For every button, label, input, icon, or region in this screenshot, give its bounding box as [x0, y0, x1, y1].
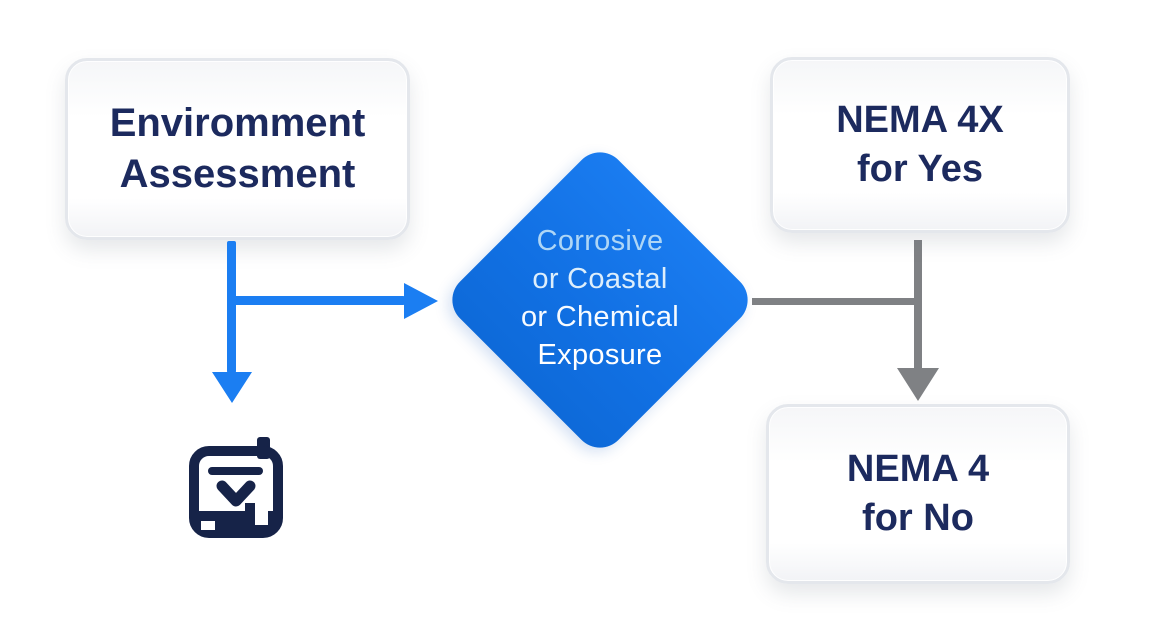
arrowhead-down-to-nema4 — [897, 368, 939, 401]
environment-assessment-label: Enviromment Assessment — [110, 98, 366, 200]
enclosure-device-icon — [189, 437, 283, 538]
enclosure-icon-base — [198, 503, 277, 531]
enclosure-icon-frame — [189, 446, 283, 538]
decision-diamond-label: Corrosive or Coastal or Chemical Exposur… — [470, 222, 730, 374]
connector-diamond-to-branch — [752, 298, 916, 305]
enclosure-icon-base-notch — [201, 521, 215, 530]
connector-env-to-icon — [227, 241, 236, 373]
environment-assessment-node: Enviromment Assessment — [65, 58, 410, 240]
arrowhead-down-to-icon — [212, 372, 252, 403]
nema-4x-line1: NEMA 4X — [836, 99, 1004, 142]
diamond-line3: or Chemical — [520, 301, 679, 333]
nema-4-line2: for No — [862, 497, 974, 539]
nema-4x-node: NEMA 4X for Yes — [770, 57, 1070, 233]
enclosure-icon-top-bar — [208, 467, 263, 475]
chevron-down-icon — [216, 480, 256, 507]
diamond-line2: or Coastal — [532, 263, 668, 295]
environment-assessment-line2: Assessment — [119, 152, 356, 196]
nema-4x-line2: for Yes — [856, 148, 984, 190]
environment-assessment-line1: Enviromment — [109, 100, 366, 145]
diamond-line4: Exposure — [537, 339, 663, 371]
nema-4-label: NEMA 4 for No — [847, 445, 989, 542]
connector-nema4x-to-nema4 — [914, 240, 922, 369]
diamond-line1: Corrosive — [536, 225, 664, 257]
connector-env-to-diamond — [227, 296, 405, 305]
arrowhead-right-to-diamond — [404, 283, 438, 319]
nema-4x-label: NEMA 4X for Yes — [836, 96, 1004, 193]
nema-4-line1: NEMA 4 — [846, 448, 990, 491]
nema-4-node: NEMA 4 for No — [766, 404, 1070, 584]
